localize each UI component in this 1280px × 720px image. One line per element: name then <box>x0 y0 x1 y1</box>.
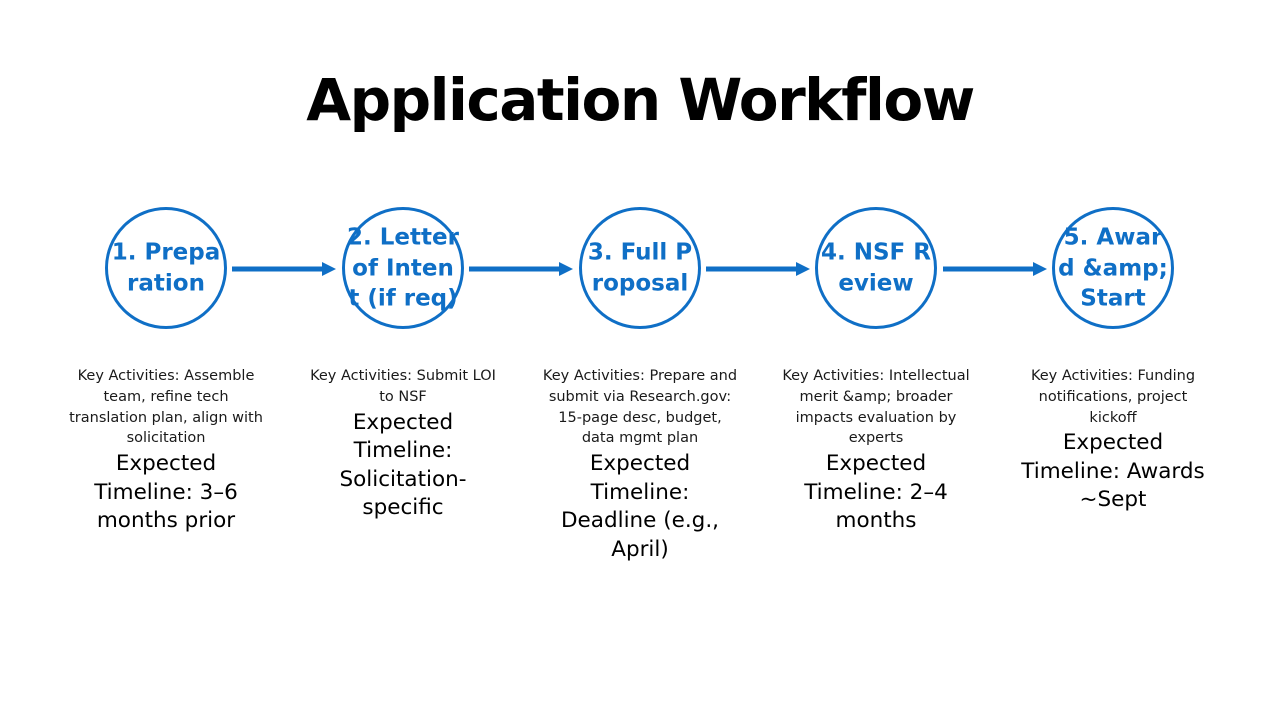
page-title: Application Workflow <box>306 66 975 134</box>
step-5-circle <box>1052 207 1174 329</box>
step-5-timeline: Expected Timeline: Awards ~Sept <box>1021 430 1205 513</box>
step-1-details: Key Activities: Assemble team, refine te… <box>66 366 266 536</box>
step-3-label: 3. Full Proposal <box>587 239 693 297</box>
step-4-activities: Key Activities: Intellectual merit &amp;… <box>782 368 970 447</box>
step-3-circle <box>579 207 701 329</box>
step-2-circle <box>342 207 464 329</box>
right-arrow-icon <box>706 262 810 276</box>
right-arrow-icon <box>232 262 336 276</box>
right-arrow-icon <box>469 262 573 276</box>
step-3-details: Key Activities: Prepare and submit via R… <box>540 366 740 564</box>
step-2-details: Key Activities: Submit LOI to NSF Expect… <box>303 366 503 523</box>
step-2-label: 2. Letter of Intent (if req) <box>347 224 459 312</box>
step-2-activities: Key Activities: Submit LOI to NSF <box>310 368 496 405</box>
step-5-label: 5. Award &amp; Start <box>1058 224 1168 312</box>
step-1-activities: Key Activities: Assemble team, refine te… <box>69 368 263 447</box>
step-3-timeline: Expected Timeline: Deadline (e.g., April… <box>560 451 719 562</box>
step-2-timeline: Expected Timeline: Solicitation-specific <box>339 409 467 521</box>
step-4-timeline: Expected Timeline: 2–4 months <box>804 451 948 534</box>
step-5-details: Key Activities: Funding notifications, p… <box>1013 366 1213 515</box>
step-5-activities: Key Activities: Funding notifications, p… <box>1030 368 1196 426</box>
step-3-activities: Key Activities: Prepare and submit via R… <box>542 368 738 447</box>
step-1-timeline: Expected Timeline: 3–6 months prior <box>94 451 238 534</box>
step-1-circle <box>105 207 227 329</box>
step-1-label: 1. Preparation <box>111 239 221 297</box>
step-4-label: 4. NSF Review <box>821 239 931 297</box>
step-4-circle <box>815 207 937 329</box>
step-4-details: Key Activities: Intellectual merit &amp;… <box>776 366 976 536</box>
right-arrow-icon <box>943 262 1047 276</box>
